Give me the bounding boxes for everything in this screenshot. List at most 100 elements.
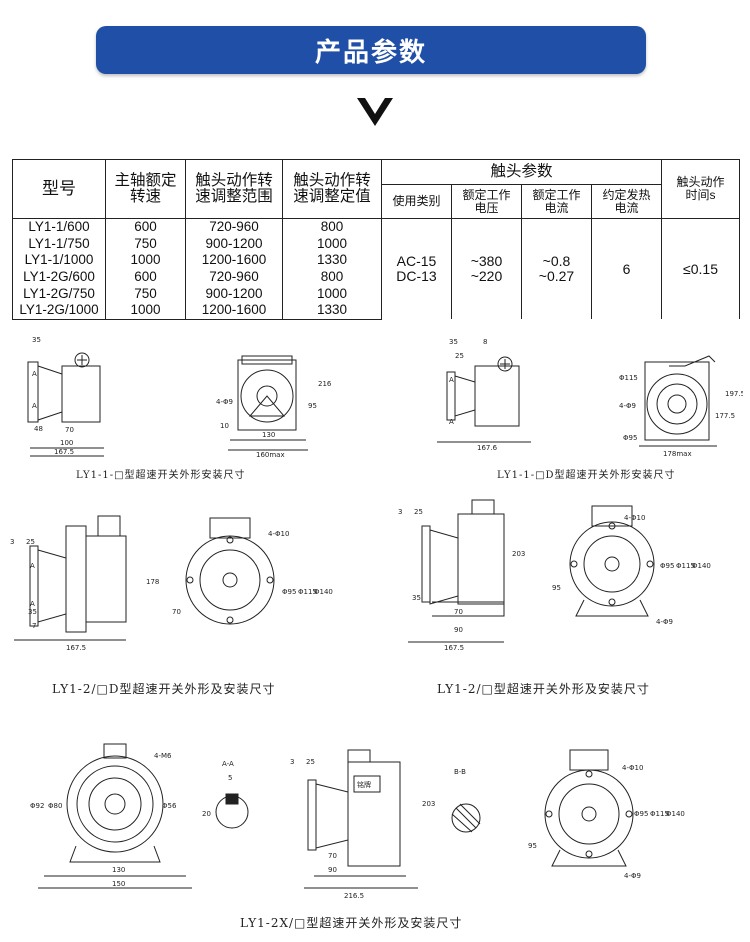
cell-range: 1200-1600 [185,301,283,320]
f5-dim-3: Φ56 [162,802,177,810]
col-time-l1: 触头动作 [676,175,725,190]
f2-caption: LY1-1-□D型超速开关外形安装尺寸 [497,470,676,481]
cell-speed: 600 [105,268,186,286]
col-category: 使用类别 [381,184,452,219]
cell-range: 720-960 [185,217,283,236]
f5-dim-18: Φ95 [634,810,648,818]
category-2: DC-13 [396,268,437,285]
col-model: 型号 [12,159,106,219]
side-view [437,356,531,443]
col-range-l1: 触头动作转 [195,171,273,189]
current-2: ~0.27 [538,268,575,285]
f1-dim-0: 35 [32,336,41,344]
f2-dim-8: Φ95 [623,434,637,442]
cell-model: LY1-1/750 [12,235,106,253]
f2-dim-4: A [449,418,454,426]
cell-speed: 750 [105,235,186,253]
col-speed-l1: 主轴额定 [114,171,177,189]
cell-set: 800 [282,268,382,286]
table-row: LY1-2G/1000 1000 1200-1600 1330 [12,301,740,320]
f1-dim-8: 95 [308,402,317,410]
col-voltage-l2: 电压 [474,200,499,215]
f4-dim-3: 203 [512,550,525,558]
cell-range: 1200-1600 [185,252,283,269]
col-current-l1: 额定工作 [532,187,581,202]
col-current: 额定工作 电流 [521,184,592,219]
f3-dim-6: 167.5 [66,644,86,652]
f5-dim-5: 150 [112,880,125,888]
f4-caption: LY1-2/□型超速开关外形及安装尺寸 [437,682,650,696]
table-row: LY1-2G/600 600 720-960 800 [12,268,740,286]
f3-dim-10: Φ115 [298,588,317,596]
f3-dim-2: A [30,562,35,570]
f4-dim-1: 25 [414,508,423,516]
f4-dim-2: 35 [412,594,421,602]
figure-ly1-1d: 35 8 25 A A 167.6 Φ115 4-Φ9 Φ95 177.5 19… [437,338,743,458]
figure-ly1-1: 35 A A 48 70 100 167.5 216 95 4-Φ9 10 13… [27,336,332,459]
f4-dim-4: 70 [454,608,463,616]
front-view [639,355,717,447]
cell-speed: 750 [105,285,186,302]
f2-dim-7: 4-Φ9 [619,402,636,410]
figure-ly1-2x: 4-M6 Φ92 Φ80 Φ56 130 150 A-A 5 20 3 25 铭… [30,743,685,900]
f5-dim-12: 70 [328,852,337,860]
voltage-2: ~220 [470,268,503,285]
col-set: 触头动作转 速调整定值 [282,159,382,219]
f5-dim-1: Φ92 [30,802,44,810]
f3-dim-4: 35 [28,608,37,616]
col-current-l2: 电流 [544,200,569,215]
f3-dim-12: 70 [172,608,181,616]
col-time: 触头动作 时间s [661,159,741,219]
f1-dim-12: 160max [256,451,285,459]
side-view [304,749,418,889]
col-voltage: 额定工作 电压 [451,184,522,219]
nameplate-label: 铭牌 [357,780,371,789]
f4-dim-8: Φ95 [660,562,674,570]
col-range: 触头动作转 速调整范围 [185,159,283,219]
cell-model: LY1-2G/600 [12,268,106,286]
table-row: LY1-1/750 750 900-1200 1000 [12,235,740,253]
f1-dim-5: 100 [60,439,73,447]
category-1: AC-15 [396,253,437,270]
f3-dim-11: Φ140 [314,588,333,596]
front-view-right [544,749,634,867]
side-view [14,515,127,641]
f5-dim-9: 3 [290,758,294,766]
f1-dim-6: 167.5 [54,448,74,456]
f5-dim-7: 5 [228,774,232,782]
cell-set: 1000 [282,235,382,253]
front-view [185,517,275,625]
f3-dim-5: 7 [32,622,36,630]
cell-speed: 1000 [105,301,186,320]
f3-dim-0: 3 [10,538,14,546]
f2-dim-10: 197.5 [725,390,743,398]
f3-dim-7: 178 [146,578,159,586]
page-title: 产品参数 [314,37,427,68]
cell-speed: 600 [105,217,186,236]
cell-range: 900-1200 [185,285,283,302]
cell-heat: 6 [590,218,663,320]
f3-dim-9: Φ95 [282,588,296,596]
f1-caption: LY1-1-□型超速开关外形安装尺寸 [76,470,246,481]
f3-dim-1: 25 [26,538,35,546]
cell-range: 900-1200 [185,235,283,253]
f1-dim-3: 48 [34,425,43,433]
section-b-b [451,803,481,833]
f5-dim-20: Φ140 [666,810,685,818]
f1-dim-10: 10 [220,422,229,430]
f1-dim-4: 70 [65,426,74,434]
f3-dim-8: 4-Φ10 [268,530,289,538]
col-speed: 主轴额定 转速 [105,159,186,219]
cell-category: AC-15 DC-13 [381,218,452,320]
col-contact: 触头参数 [380,159,663,185]
f5-dim-17: 4-Φ10 [622,764,643,772]
table-row: LY1-1/600 600 720-960 800 AC-15 DC-13 ~3… [12,217,741,320]
f2-dim-11: 178max [663,450,692,458]
f2-dim-2: 25 [455,352,464,360]
f2-dim-3: A [449,376,454,384]
cell-time: ≤0.15 [661,218,741,320]
figure-ly1-2: 3 25 35 203 70 90 167.5 4-Φ10 Φ95 Φ115 Φ… [398,499,711,652]
f1-dim-1: A [32,370,37,378]
f5-dim-16: B-B [454,768,466,776]
side-view [27,352,104,457]
